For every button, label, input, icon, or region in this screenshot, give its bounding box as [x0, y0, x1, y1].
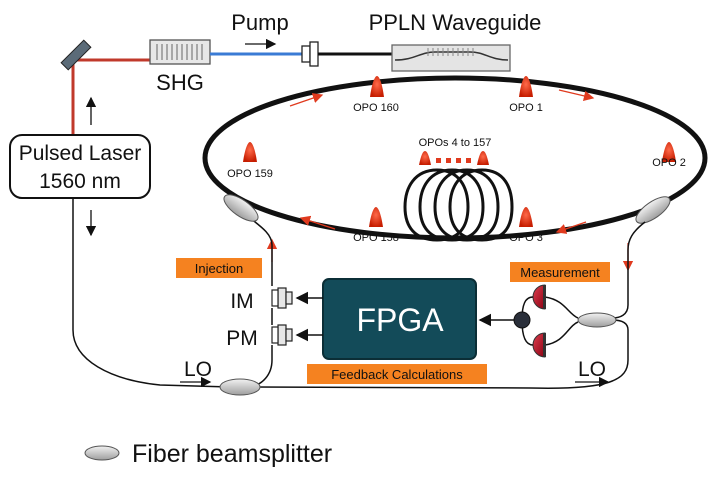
legend-label: Fiber beamsplitter — [132, 440, 332, 468]
pulsed-laser-box — [9, 134, 151, 199]
beamsplitter-icon — [577, 312, 617, 328]
opo160-label: OPO 160 — [353, 102, 399, 114]
detector-icon — [532, 332, 546, 358]
opo1-label: OPO 1 — [509, 102, 543, 114]
beamsplitter-icon — [223, 194, 259, 222]
feedback-tag — [307, 364, 487, 384]
laser-label-line2: 1560 nm — [39, 170, 121, 193]
opo-pulse-158 — [369, 207, 383, 227]
ppln-waveguide — [391, 44, 511, 72]
opo158-label: OPO 158 — [353, 232, 399, 244]
opo-pulse-2 — [662, 142, 676, 162]
opo-pulse-4 — [419, 151, 431, 165]
opo-pulse-3 — [519, 207, 533, 227]
im-modulator — [271, 287, 293, 309]
beamsplitter-icon — [84, 445, 120, 461]
beamsplitter-icon — [635, 196, 671, 224]
fiber-spool-icon — [403, 168, 514, 242]
measurement-label: Measurement — [520, 265, 600, 280]
cavity-loop — [202, 75, 708, 241]
detector-icon — [532, 284, 546, 310]
mirror-icon — [60, 39, 92, 71]
pump-label: Pump — [231, 10, 288, 35]
shg-crystal — [149, 39, 211, 65]
flow-arrow — [555, 221, 587, 234]
opo2-label: OPO 2 — [652, 157, 686, 169]
opo-pulse-157 — [477, 151, 489, 165]
opo-pulse-1 — [519, 76, 533, 97]
lo-fiber-bottom — [249, 319, 629, 389]
opo159-label: OPO 159 — [227, 168, 273, 180]
flow-arrow — [289, 93, 324, 107]
opo-pulse-160 — [370, 76, 384, 97]
measurement-fiber — [611, 221, 646, 319]
fpga-label: FPGA — [356, 302, 444, 338]
pm-modulator — [271, 324, 293, 346]
fpga-box — [322, 278, 477, 360]
flow-arrow — [299, 215, 336, 230]
beamsplitter-icon — [219, 378, 261, 396]
opos-mid-label: OPOs 4 to 157 — [419, 137, 492, 149]
dots-icon — [436, 158, 471, 163]
ppln-label: PPLN Waveguide — [369, 10, 542, 35]
feedback-label: Feedback Calculations — [331, 367, 463, 382]
opo3-label: OPO 3 — [509, 232, 543, 244]
lo-left-label: LO — [184, 358, 212, 381]
opo-pulse-159 — [243, 142, 257, 162]
lo-right-label: LO — [578, 358, 606, 381]
pm-label: PM — [226, 327, 258, 350]
lo-fiber-left — [72, 198, 231, 388]
detector-fiber-bottom — [544, 321, 579, 346]
im-label: IM — [230, 290, 253, 313]
injection-tag — [176, 258, 262, 278]
subtractor-node — [513, 311, 531, 329]
fiber-connector — [301, 41, 319, 67]
measurement-tag — [510, 262, 610, 282]
shg-label: SHG — [156, 70, 204, 95]
flow-arrow — [558, 89, 595, 101]
detector-fiber-top — [544, 296, 579, 319]
laser-label-line1: Pulsed Laser — [19, 142, 142, 165]
injection-label: Injection — [195, 261, 243, 276]
